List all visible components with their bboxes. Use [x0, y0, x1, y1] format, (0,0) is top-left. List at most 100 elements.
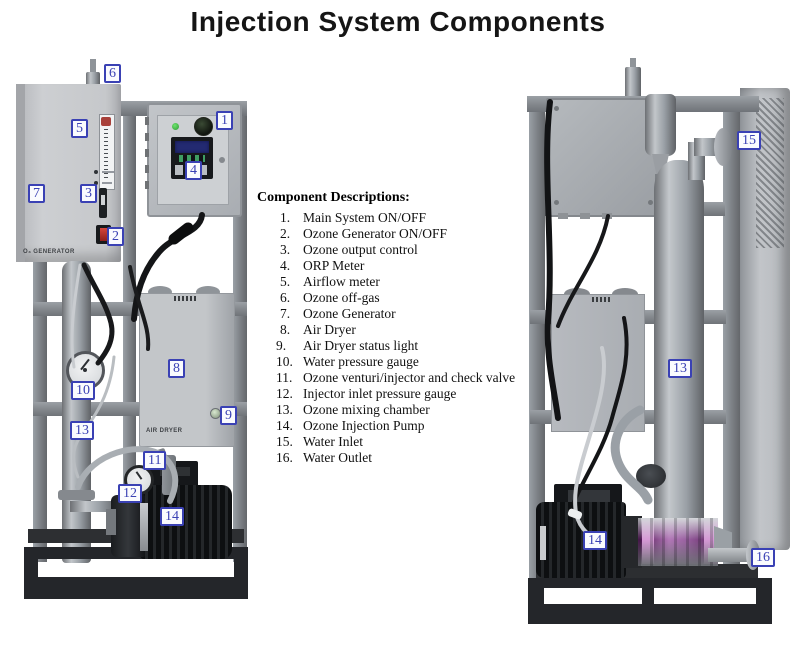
front-injection-pump-motor: [140, 485, 232, 559]
rear-air-dryer-back: [551, 294, 645, 432]
rear-injection-pump-motor: [536, 502, 626, 578]
callout-front-2: 2: [107, 227, 124, 246]
callout-rear-13: 13: [668, 359, 692, 378]
front-status-led-2: [94, 181, 98, 185]
front-orp-display-lower: [179, 155, 205, 162]
front-output-control-slot: [101, 195, 105, 205]
description-item-10: 10.Water pressure gauge: [257, 354, 547, 370]
front-airflow-meter-cap: [101, 117, 111, 126]
callout-front-3: 3: [80, 184, 97, 203]
item-text: Airflow meter: [303, 274, 380, 289]
rear-pipe-flange-disc: [636, 464, 666, 488]
item-number: 14.: [276, 418, 293, 433]
callout-rear-16: 16: [751, 548, 775, 567]
callout-front-1: 1: [216, 111, 233, 130]
front-orp-display-upper: [175, 141, 209, 153]
item-text: Water Inlet: [303, 434, 364, 449]
rear-motor-brand-strip: [540, 526, 546, 560]
rear-vent-louvers: [756, 98, 784, 248]
item-text: Ozone Generator: [303, 306, 396, 321]
rear-pump-label-plate: [568, 490, 610, 502]
gauge-hub: [83, 368, 87, 372]
item-number: 13.: [276, 402, 293, 417]
rear-dryer-vents: [592, 297, 612, 302]
rear-enclosure-screw-4: [648, 200, 653, 205]
description-item-14: 14. Ozone Injection Pump: [257, 418, 547, 434]
item-number: 12.: [276, 386, 293, 401]
item-text: Ozone mixing chamber: [303, 402, 430, 417]
item-number: 3.: [280, 242, 291, 257]
callout-front-9: 9: [220, 406, 237, 425]
item-text: Ozone off-gas: [303, 290, 380, 305]
rear-frame-right-post: [723, 112, 740, 574]
callout-front-7: 7: [28, 184, 45, 203]
callout-front-11: 11: [143, 451, 167, 470]
item-text: Injector inlet pressure gauge: [303, 386, 457, 401]
rear-water-inlet-elbow: [694, 138, 720, 156]
front-main-power-button: [194, 117, 213, 136]
front-chamber-clamp: [58, 490, 95, 500]
front-switch-rocker: [100, 228, 107, 241]
callout-rear-14: 14: [583, 531, 607, 550]
item-number: 9.: [276, 338, 287, 353]
callout-front-14: 14: [160, 507, 184, 526]
rear-water-outlet-pipe: [708, 548, 754, 562]
front-chamber-outlet-elbow: [70, 501, 118, 512]
rear-base-strut: [642, 586, 654, 616]
photo-front-view: O₃ GENERATOR AIR DRYER: [14, 57, 260, 602]
item-text: Ozone Injection Pump: [303, 418, 425, 433]
description-item-11: 11.Ozone venturi/injector and check valv…: [257, 370, 547, 386]
descriptions-heading: Component Descriptions:: [257, 190, 410, 205]
item-text: Air Dryer: [303, 322, 356, 337]
rear-frame-left-post: [529, 108, 545, 578]
rear-enclosure-screw-3: [554, 200, 559, 205]
item-text: Main System ON/OFF: [303, 210, 427, 225]
front-offgas-tip: [90, 59, 96, 75]
item-number: 1.: [280, 210, 291, 225]
callout-front-4: 4: [185, 161, 202, 180]
item-number: 16.: [276, 450, 293, 465]
description-item-15: 15.Water Inlet: [257, 434, 547, 450]
callout-front-12: 12: [118, 484, 142, 503]
description-item-16: 16. Water Outlet: [257, 450, 547, 466]
front-air-dryer-nameplate: AIR DRYER: [146, 428, 183, 434]
rear-enclosure-tabs: [558, 213, 618, 219]
front-enclosure-hinges: [145, 117, 149, 197]
rear-enclosure-screw-1: [554, 106, 559, 111]
front-air-dryer-vents: [174, 296, 196, 301]
description-item-4: 4.ORP Meter: [257, 258, 547, 274]
front-airflow-meter-scale: [104, 129, 108, 181]
rear-offgas-fitting: [625, 67, 641, 101]
callout-rear-15: 15: [737, 131, 761, 150]
item-number: 6.: [280, 290, 291, 305]
front-led-caption-2: [102, 182, 112, 184]
description-item-3: 3.Ozone output control: [257, 242, 547, 258]
item-number: 7.: [280, 306, 291, 321]
callout-front-13: 13: [70, 421, 94, 440]
description-item-9: 9.Air Dryer status light: [257, 338, 547, 354]
description-item-2: 2. Ozone Generator ON/OFF: [257, 226, 547, 242]
front-generator-nameplate: O₃ GENERATOR: [23, 249, 75, 255]
callout-front-6: 6: [104, 64, 121, 83]
item-text: Ozone Generator ON/OFF: [303, 226, 447, 241]
rear-pump-coupling: [622, 516, 642, 568]
front-pump-band: [140, 503, 148, 551]
front-power-indicator-led: [172, 123, 179, 130]
description-item-5: 5.Airflow meter: [257, 274, 547, 290]
front-led-caption-1: [102, 171, 114, 173]
item-text: ORP Meter: [303, 258, 365, 273]
front-enclosure-screw: [219, 157, 225, 163]
front-cabinet-side-face: [16, 84, 25, 262]
description-item-6: 6. Ozone off-gas: [257, 290, 547, 306]
front-frame-right-post: [233, 107, 247, 562]
front-mixing-chamber: [62, 261, 91, 563]
item-text: Water pressure gauge: [303, 354, 419, 369]
rear-offgas-canister: [645, 94, 676, 156]
item-number: 2.: [280, 226, 291, 241]
gauge-needle: [135, 471, 143, 480]
front-pump-head: [111, 495, 145, 557]
front-pump-inlet-stub: [106, 509, 116, 535]
item-number: 8.: [280, 322, 291, 337]
item-text: Water Outlet: [303, 450, 373, 465]
